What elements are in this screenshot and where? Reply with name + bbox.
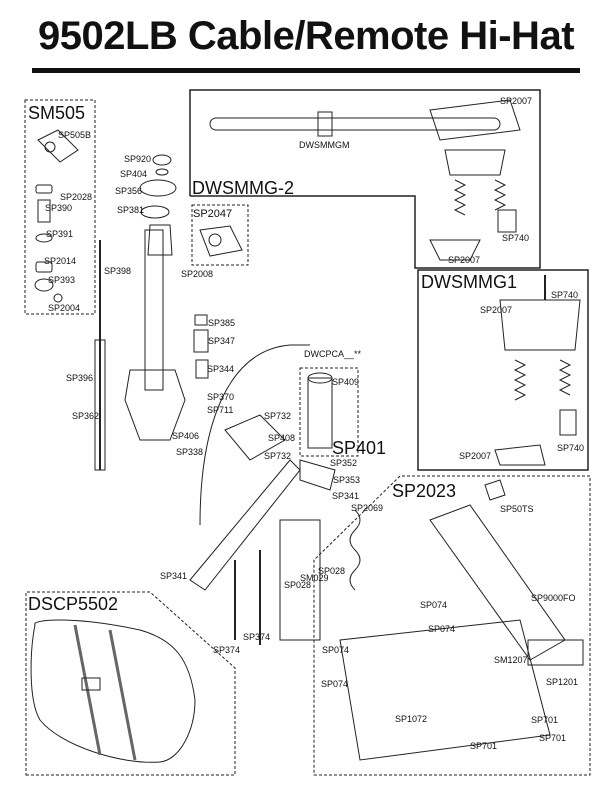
arm-dwsmmgm: [209, 117, 501, 131]
stand-base: [124, 369, 186, 441]
footboard: [429, 504, 566, 661]
group-label-dwsmmg1: DWSMMG1: [421, 272, 517, 292]
part-label: SP2007: [480, 305, 513, 315]
part-label: SP344: [207, 364, 235, 374]
part-label: SP50TS: [500, 504, 534, 514]
part-label: SP920: [124, 154, 152, 164]
sp344-part: [195, 359, 209, 379]
part-label: SP362: [72, 411, 100, 421]
part-label: SP732: [264, 411, 292, 421]
part-label: SP2007: [500, 96, 533, 106]
diagram-title: 9502LB Cable/Remote Hi-Hat: [37, 14, 575, 58]
part-label: SP2004: [48, 303, 81, 313]
part-label: SP732: [264, 451, 292, 461]
part-label: SP338: [176, 447, 204, 457]
part-label: SP396: [66, 373, 94, 383]
part-label: SP2014: [44, 256, 77, 266]
sp2047-box: [191, 204, 249, 266]
part-label: DWCPCA__**: [304, 349, 362, 359]
group-label-sp401: SP401: [332, 438, 387, 458]
part-label: SP398: [104, 266, 132, 276]
part-label: SP2069: [351, 503, 384, 513]
part-label: SP374: [243, 632, 271, 642]
stand-tube: [144, 229, 164, 391]
part-label: SP391: [46, 229, 74, 239]
dwsmmg1-box: [417, 269, 589, 471]
part-label: SP074: [428, 624, 456, 634]
dscp5502-box: [25, 591, 236, 776]
part-label: SP341: [160, 571, 188, 581]
part-label: SP370: [207, 392, 235, 402]
part-label: SP1201: [546, 677, 579, 687]
part-label: SP074: [420, 600, 448, 610]
part-label: SP381: [117, 205, 145, 215]
cable-dwcpca: [199, 344, 310, 526]
group-label-dwsmmg2: DWSMMG-2: [192, 178, 294, 198]
title-underline: [32, 68, 580, 73]
part-label: SP1072: [395, 714, 428, 724]
group-label-dscp5502: DSCP5502: [28, 594, 119, 614]
part-label: SP028: [284, 580, 312, 590]
spring-top: [453, 179, 467, 216]
part-label: SP393: [48, 275, 76, 285]
sm505-parts: [34, 129, 79, 303]
part-label: SM029: [300, 573, 329, 583]
base-block: [279, 519, 321, 641]
leg-sp341: [189, 459, 301, 591]
part-label: SP341: [332, 491, 360, 501]
part-label: SP701: [470, 741, 498, 751]
dwsmmg-top-box: [189, 89, 541, 269]
part-label: SP2007: [448, 255, 481, 265]
part-label: SP406: [172, 431, 200, 441]
part-label: SP711: [207, 405, 234, 415]
part-label: SP074: [321, 679, 349, 689]
part-label: SP505B: [58, 130, 92, 140]
part-label: SP409: [332, 377, 360, 387]
group-label-sm505: SM505: [28, 103, 86, 123]
part-label: SP2028: [60, 192, 93, 202]
sp385-part: [194, 314, 208, 326]
part-label: SP2007: [459, 451, 492, 461]
part-label: SP074: [322, 645, 350, 655]
part-label: SP347: [208, 336, 236, 346]
sp2023-box: [313, 475, 591, 776]
part-label: SP2008: [181, 269, 214, 279]
bag-dscp5502: [30, 619, 196, 763]
part-label: SP390: [45, 203, 73, 213]
part-label: SP356: [115, 186, 143, 196]
sp381-felt: [140, 205, 170, 219]
sp347-part: [193, 329, 209, 353]
base-frame: [224, 414, 286, 461]
part-label: SP352: [330, 458, 358, 468]
sp356-felt: [139, 179, 177, 197]
part-label: SP701: [531, 715, 559, 725]
part-label: SP385: [208, 318, 236, 328]
sp920-nut: [152, 154, 172, 166]
part-label: SP2047: [193, 208, 233, 220]
part-label: SP028: [318, 566, 346, 576]
part-label: SP701: [539, 733, 567, 743]
stand-sp362: [94, 339, 106, 471]
sm505-box: [24, 99, 96, 315]
part-label: SP404: [120, 169, 148, 179]
part-label: SP740: [502, 233, 530, 243]
part-label: DWSMMGM: [299, 140, 350, 150]
part-label: SP740: [551, 290, 579, 300]
part-label: SM1207: [494, 655, 528, 665]
part-label: SP374: [213, 645, 241, 655]
part-label: SP353: [333, 475, 361, 485]
group-label-sp2023: SP2023: [392, 481, 457, 501]
part-label: SP408: [268, 433, 296, 443]
part-label: SP9000FO: [531, 593, 576, 603]
sp401-box: [299, 367, 359, 457]
part-label: SP740: [557, 443, 585, 453]
